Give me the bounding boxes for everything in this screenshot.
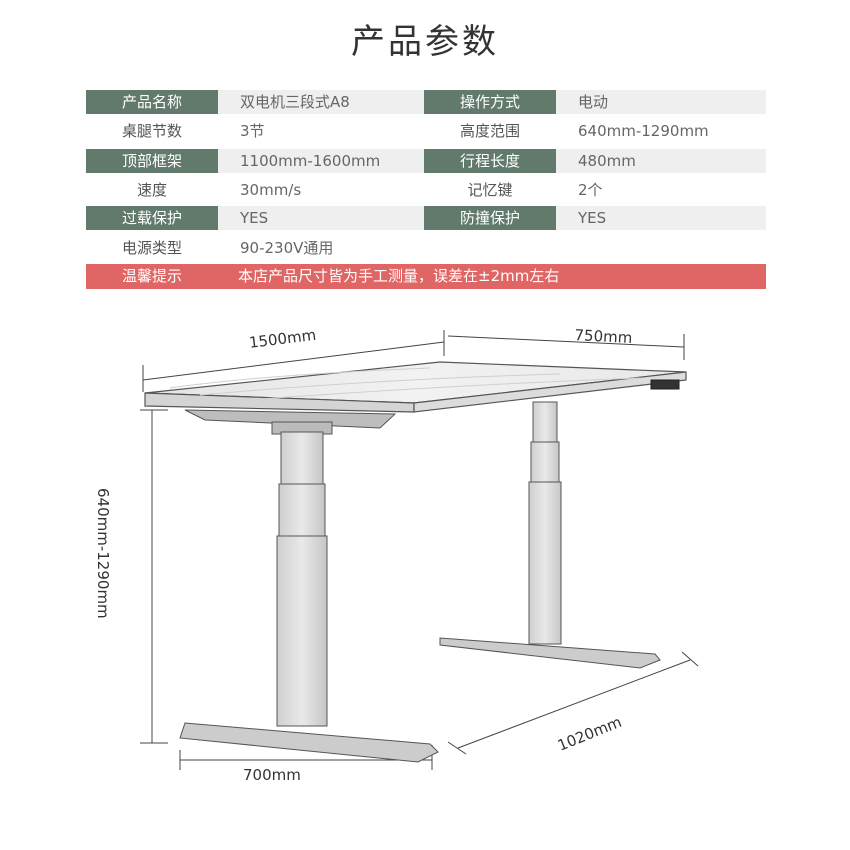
spec-label: 过载保护: [86, 206, 218, 230]
notice-text: 本店产品尺寸皆为手工测量，误差在±2mm左右: [238, 267, 560, 285]
spec-row: 过载保护 YES 防撞保护 YES: [86, 206, 766, 230]
front-frame-beam: [184, 409, 397, 429]
spec-label: 产品名称: [86, 90, 218, 114]
frame-width-dimension-line: [447, 651, 699, 755]
spec-value: 3节: [240, 122, 265, 140]
notice-banner: 温馨提示 本店产品尺寸皆为手工测量，误差在±2mm左右: [86, 264, 766, 289]
spec-label: 防撞保护: [424, 206, 556, 230]
height-dimension-line: [140, 409, 168, 744]
spec-row: 顶部框架 1100mm-1600mm 行程长度 480mm: [86, 149, 766, 173]
spec-value: YES: [578, 209, 607, 227]
spec-label: 行程长度: [424, 149, 556, 173]
spec-label: 桌腿节数: [121, 122, 182, 140]
length-dimension-line: [142, 330, 445, 392]
spec-value: 双电机三段式A8: [240, 93, 350, 111]
width-dimension-label: 750mm: [574, 326, 633, 348]
spec-label: 电源类型: [121, 239, 182, 257]
height-dimension-label: 640mm-1290mm: [94, 488, 112, 619]
page-title: 产品参数: [351, 22, 499, 62]
spec-row: 桌腿节数 3节 高度范围 640mm-1290mm: [86, 119, 766, 143]
front-leg: [179, 431, 439, 763]
spec-label: 操作方式: [424, 90, 556, 114]
control-panel-icon: [650, 379, 680, 390]
spec-row: 速度 30mm/s 记忆键 2个: [86, 178, 766, 202]
foot-depth-dimension-label: 700mm: [243, 766, 301, 784]
spec-value: YES: [240, 209, 269, 227]
spec-value: 电动: [578, 93, 609, 111]
spec-row: 产品名称 双电机三段式A8 操作方式 电动: [86, 90, 766, 114]
spec-label: 高度范围: [459, 122, 520, 140]
desktop-top: [144, 361, 687, 413]
spec-value: 480mm: [578, 152, 636, 170]
spec-label: 顶部框架: [86, 149, 218, 173]
width-dimension-line: [447, 334, 685, 360]
spec-label: 速度: [136, 181, 167, 199]
back-leg: [439, 401, 661, 669]
spec-value: 2个: [578, 181, 603, 199]
spec-label: 记忆键: [467, 181, 513, 199]
spec-value: 90-230V通用: [240, 239, 334, 257]
notice-label: 温馨提示: [121, 267, 182, 285]
spec-value: 30mm/s: [240, 181, 302, 199]
desk-diagram: [140, 330, 699, 770]
spec-value: 640mm-1290mm: [578, 122, 709, 140]
spec-row: 电源类型 90-230V通用: [86, 236, 766, 260]
spec-value: 1100mm-1600mm: [240, 152, 381, 170]
